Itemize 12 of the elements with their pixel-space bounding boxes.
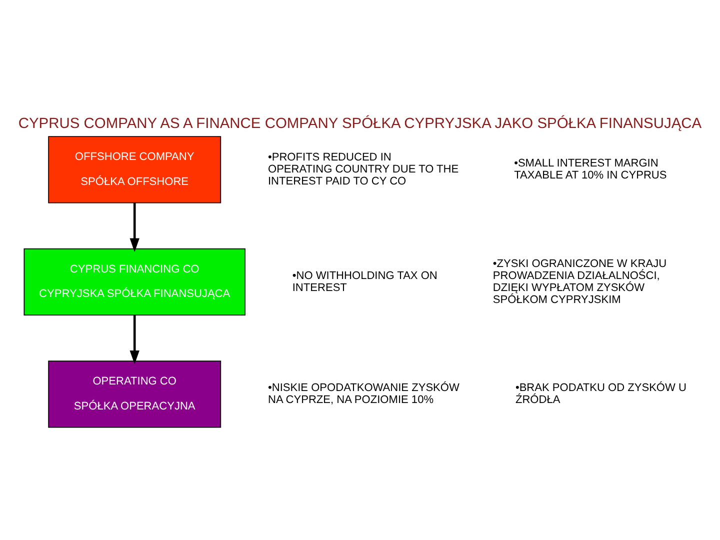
node-box: OFFSHORE COMPANY SPÓŁKA OFFSHORE [48, 136, 222, 204]
node-box: OPERATING CO SPÓŁKA OPERACYJNA [48, 360, 222, 428]
label: •NISKIE OPODATKOWANIE ZYSKÓW NA CYPRZE, NA POZIOMIE 10% [268, 382, 460, 406]
arrow [130, 202, 140, 252]
label: •PROFITS REDUCED IN OPERATING COUNTRY DUE TO THE INTEREST PAID TO CY CO [268, 152, 459, 188]
diagram-title: CYPRUS COMPANY AS A FINANCE COMPANY SPÓŁKA CYPRYJSKA JAKO SPÓŁKA FINANSUJĄCA [18, 116, 702, 132]
label: •SMALL INTEREST MARGIN TAXABLE AT 10% IN CYPRUS [514, 158, 667, 182]
label: •NO WITHHOLDING TAX ON INTEREST [292, 270, 438, 294]
arrow [130, 315, 140, 364]
label: •BRAK PODATKU OD ZYSKÓW U ŹRÓDŁA [515, 382, 686, 406]
label: •ZYSKI OGRANICZONE W KRAJU PROWADZENIA DZIAŁALNOŚCI, DZIĘKI WYPŁATOM ZYSKÓW SPÓŁKOM CYPRYJSKIM [492, 258, 667, 306]
node-box: CYPRUS FINANCING CO CYPRYJSKA SPÓŁKA FINANSUJĄCA [24, 248, 246, 316]
